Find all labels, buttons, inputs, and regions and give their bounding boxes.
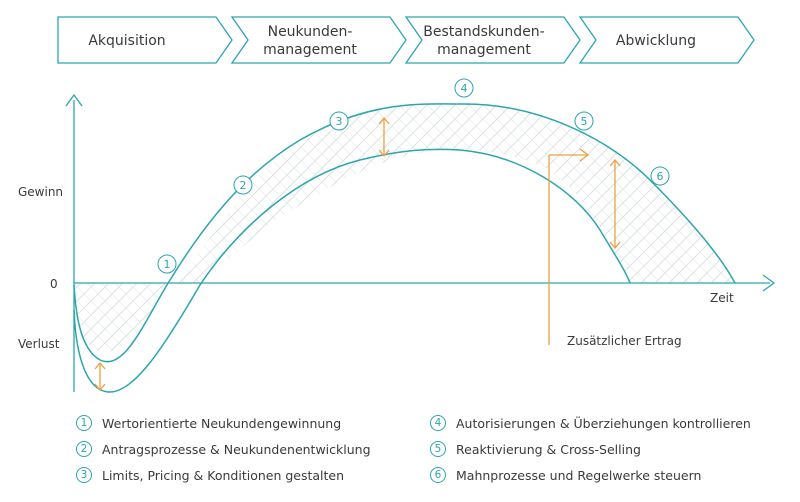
double-arrow-top bbox=[378, 116, 390, 158]
phase-bar: Akquisition Neukunden-management Bestand… bbox=[57, 16, 755, 64]
phase-label-1: Akquisition bbox=[88, 33, 165, 49]
orange-arrows bbox=[94, 116, 621, 392]
svg-text:6: 6 bbox=[657, 170, 664, 183]
phase-arrow-1 bbox=[57, 16, 233, 64]
svg-text:1: 1 bbox=[164, 258, 171, 271]
phase-label-4: Abwicklung bbox=[616, 33, 696, 49]
y-axis-arrowhead bbox=[65, 93, 83, 107]
y-label-zero: 0 bbox=[50, 277, 58, 291]
marker-1: 1 bbox=[157, 254, 177, 274]
inner-profit-curve bbox=[73, 148, 631, 393]
double-arrow-left bbox=[94, 361, 106, 392]
phase-arrow-3 bbox=[404, 16, 581, 64]
outer-profit-curve bbox=[73, 103, 736, 363]
marker-6: 6 bbox=[650, 166, 670, 186]
marker-4: 4 bbox=[454, 78, 474, 98]
marker-2: 2 bbox=[233, 175, 253, 195]
x-axis-arrowhead bbox=[762, 274, 776, 292]
y-label-verlust: Verlust bbox=[18, 337, 60, 351]
svg-text:4: 4 bbox=[461, 82, 468, 95]
curve-markers: 1 2 3 4 5 6 bbox=[157, 78, 670, 274]
phase-label-2: Neukunden-management bbox=[263, 24, 357, 58]
y-label-gewinn: Gewinn bbox=[18, 185, 63, 199]
svg-text:3: 3 bbox=[336, 115, 343, 128]
extra-revenue-arrow bbox=[548, 148, 590, 345]
marker-3: 3 bbox=[329, 111, 349, 131]
svg-text:2: 2 bbox=[240, 179, 247, 192]
hatched-region-upper bbox=[178, 103, 735, 283]
x-label-zeit: Zeit bbox=[710, 291, 734, 305]
svg-text:5: 5 bbox=[581, 115, 588, 128]
hatched-region-lower bbox=[74, 283, 165, 353]
phase-label-3: Bestandskunden-management bbox=[423, 24, 544, 58]
axes bbox=[65, 93, 776, 392]
phase-arrow-4 bbox=[578, 16, 755, 64]
phase-arrow-2 bbox=[230, 16, 407, 64]
double-arrow-right bbox=[609, 158, 621, 250]
marker-5: 5 bbox=[574, 111, 594, 131]
annotation-zusaetzlicher-ertrag: Zusätzlicher Ertrag bbox=[567, 334, 682, 348]
